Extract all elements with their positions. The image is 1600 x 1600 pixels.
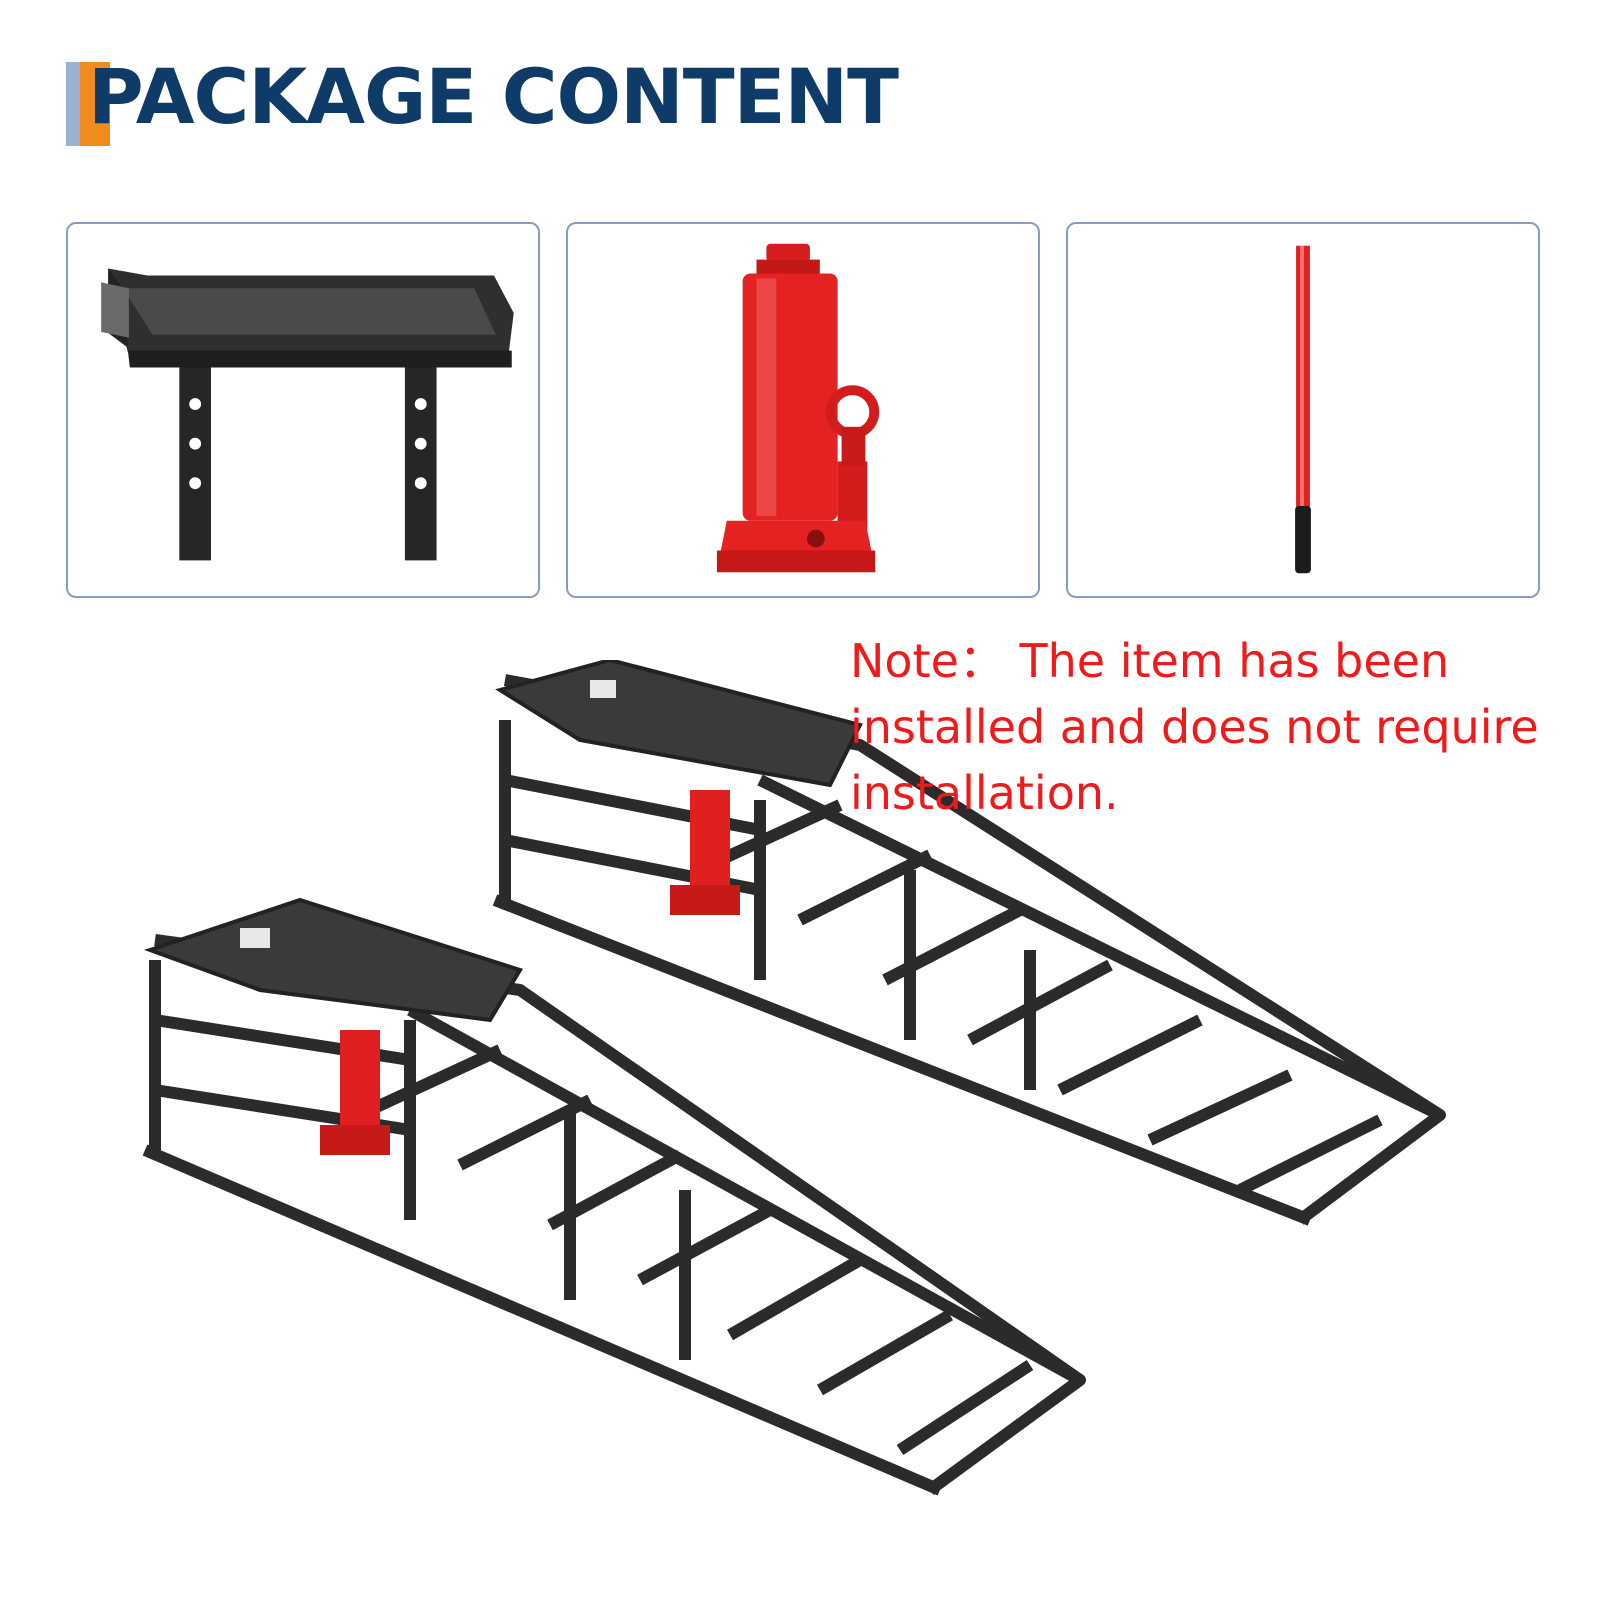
package-item-platform xyxy=(66,222,540,598)
title-accent-orange-bar xyxy=(80,62,110,146)
title-accent-mark xyxy=(66,62,112,146)
bottle-jack-icon xyxy=(716,243,880,573)
package-item-jack-handle xyxy=(1066,222,1540,598)
page-title: PACKAGE CONTENT xyxy=(88,52,899,141)
note-line: Note： The item has been xyxy=(850,634,1450,688)
installation-note: Note： The item has been installed and do… xyxy=(850,628,1590,826)
package-item-bottle-jack xyxy=(566,222,1040,598)
note-line: installation. xyxy=(850,766,1119,820)
car-ramps-icon xyxy=(142,660,1446,1496)
title-accent-blue-bar xyxy=(66,62,80,146)
note-line: installed and does not require xyxy=(850,700,1539,754)
platform-bracket-icon xyxy=(101,268,514,561)
jack-handle-icon xyxy=(1295,245,1311,574)
